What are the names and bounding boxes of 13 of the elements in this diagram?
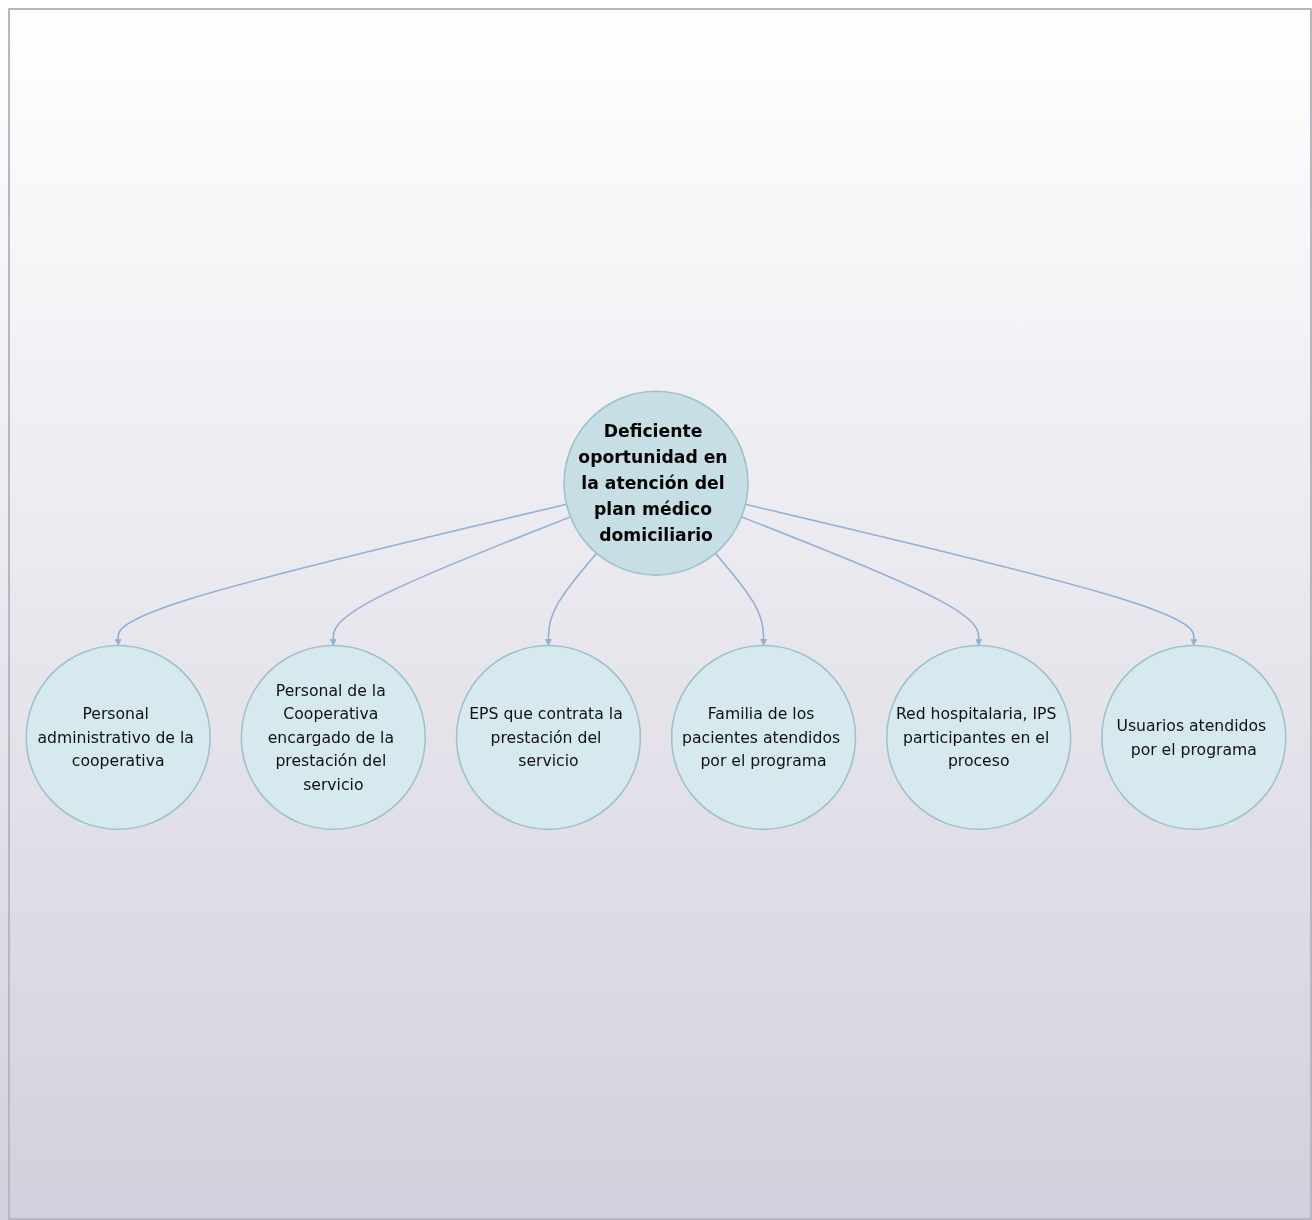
node-circle: Usuarios atendidos por el programa xyxy=(1101,644,1287,830)
node-circle: EPS que contrata la prestación del servicio xyxy=(455,644,642,830)
arrow xyxy=(714,552,767,646)
node-circle: Familia de los pacientes atendidos por el programa xyxy=(670,644,857,830)
arrow xyxy=(329,515,572,646)
arrow xyxy=(744,503,1198,646)
node-circle: Personal de la Cooperativa encargado de la prestación del servicio xyxy=(240,644,426,830)
node-circle: Red hospitalaria, IPS participantes en el proceso xyxy=(886,644,1072,830)
arrow xyxy=(114,503,568,646)
arrow xyxy=(740,515,983,646)
node-circle: Deficiente oportunidad en la atención del plan médico domiciliario xyxy=(563,390,749,576)
arrow xyxy=(545,552,598,646)
node-circle: Personal administrativo de la cooperativa xyxy=(25,644,211,830)
